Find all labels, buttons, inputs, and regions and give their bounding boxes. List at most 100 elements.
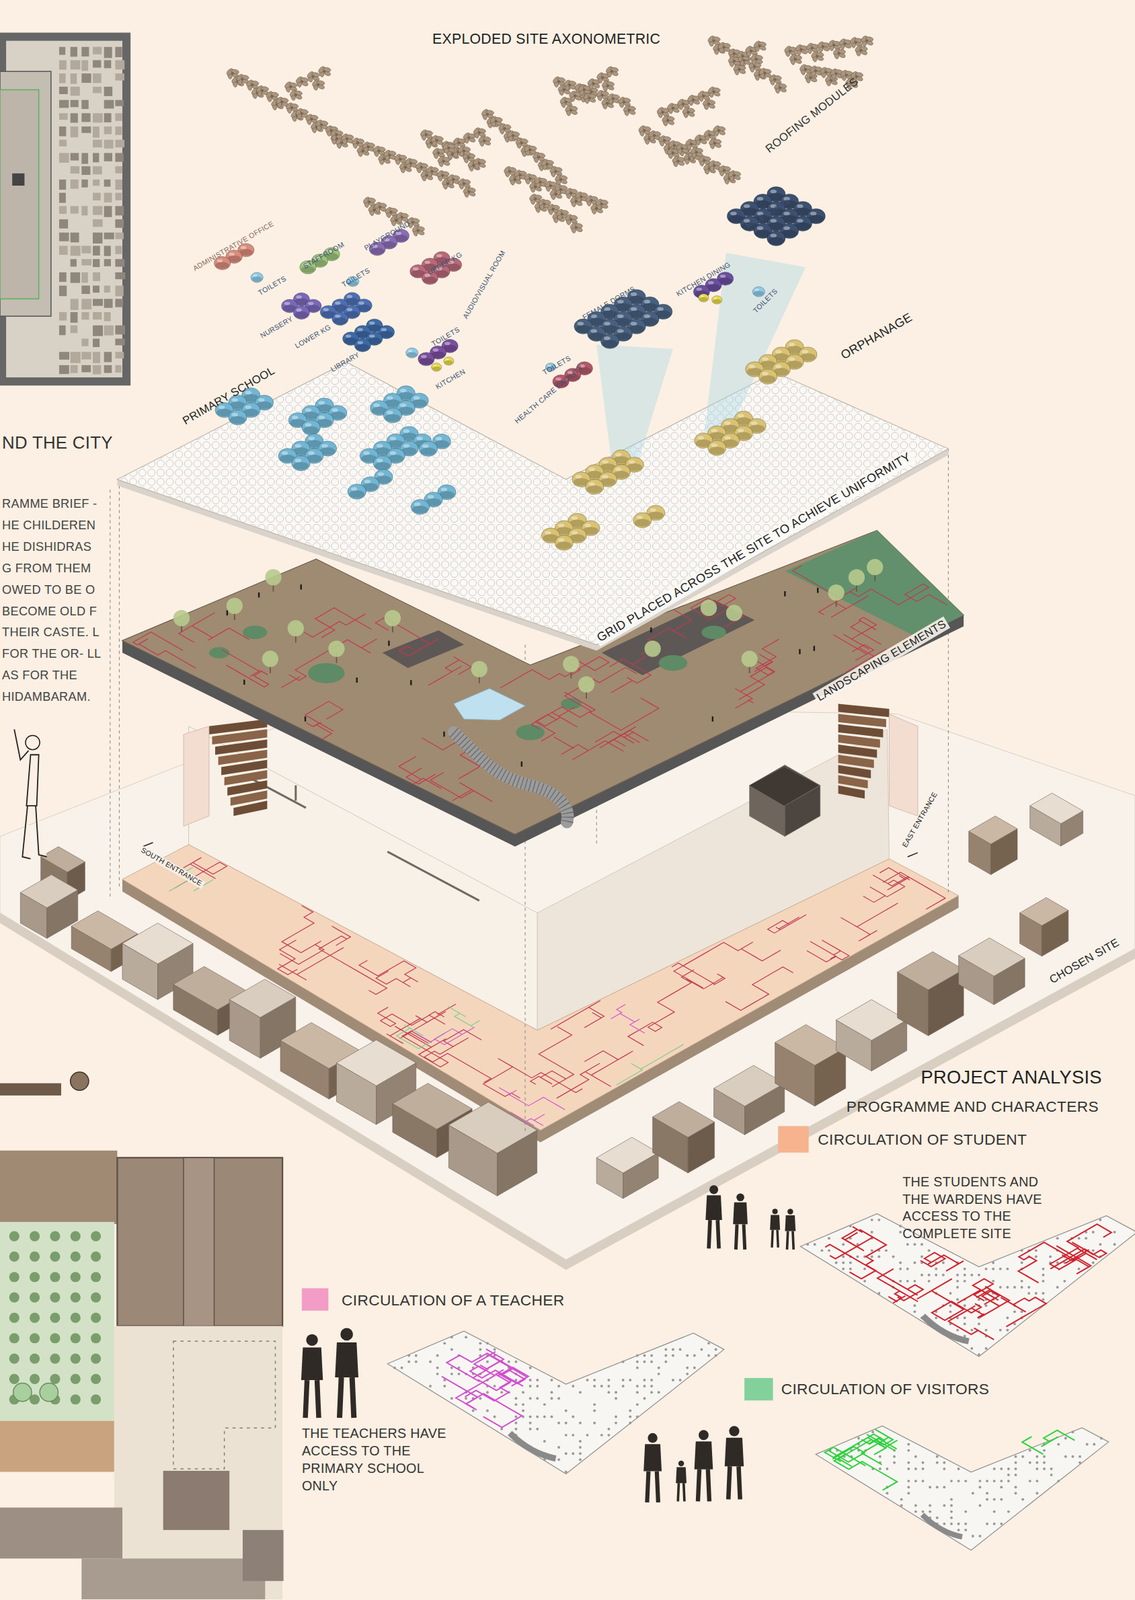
- dome-highlight: [558, 523, 565, 527]
- map-building: [114, 152, 124, 162]
- circulation-line: [843, 617, 881, 649]
- art-shape: [289, 82, 298, 88]
- roof-module: [671, 155, 686, 168]
- map-building: [59, 192, 66, 204]
- building-box: [1020, 897, 1069, 926]
- dome-highlight: [281, 451, 289, 455]
- dome-shade: [699, 297, 709, 302]
- art-shape: [420, 162, 429, 169]
- map-building: [92, 325, 103, 337]
- map-building: [81, 205, 88, 216]
- art-shape: [441, 156, 450, 163]
- map-building: [92, 338, 100, 347]
- circulation-line: [628, 969, 694, 1046]
- circulation-line: [754, 638, 780, 676]
- map-building: [114, 126, 122, 136]
- map-building: [114, 59, 125, 70]
- roof-module: [569, 221, 584, 234]
- dome-shade: [293, 461, 309, 470]
- art-shape: [528, 145, 537, 151]
- dome-highlight: [558, 537, 565, 542]
- dome-module: [431, 363, 442, 372]
- map-building: [92, 59, 101, 68]
- art-shape: [568, 80, 577, 87]
- dome-highlight: [577, 321, 585, 325]
- art-shape: [533, 197, 537, 201]
- plan-tree: [9, 1231, 20, 1242]
- dome-highlight: [420, 355, 427, 359]
- roof-module: [311, 78, 326, 91]
- art-shape: [270, 92, 279, 98]
- circulation-line: [837, 583, 947, 605]
- dome-highlight: [357, 340, 363, 345]
- art-shape: [231, 71, 234, 75]
- map-building: [104, 152, 113, 161]
- person-figure: [226, 609, 228, 616]
- tree: [726, 604, 743, 621]
- art-shape: [334, 130, 343, 136]
- art-shape: [837, 51, 841, 55]
- dome-highlight: [802, 349, 809, 354]
- art-shape: [712, 36, 721, 42]
- dome-highlight: [373, 403, 380, 407]
- map-building: [59, 285, 67, 297]
- dome-highlight: [788, 342, 796, 346]
- map-building: [59, 59, 67, 70]
- map-building: [81, 298, 92, 310]
- dome-highlight: [571, 530, 579, 534]
- art-shape: [322, 67, 331, 73]
- map-building: [114, 73, 125, 81]
- art-shape: [763, 71, 766, 75]
- dome-shade: [712, 299, 722, 304]
- art-shape: [486, 109, 495, 115]
- map-building: [114, 325, 126, 335]
- art-shape: [233, 800, 267, 817]
- map-building: [81, 126, 91, 134]
- dome-highlight: [369, 321, 375, 325]
- map-building: [114, 219, 124, 228]
- plan-tree: [29, 1251, 40, 1262]
- art-shape: [542, 199, 551, 206]
- circulation-line: [133, 632, 197, 669]
- dome-highlight: [708, 281, 714, 285]
- map-building: [70, 73, 78, 85]
- art-shape: [467, 136, 471, 140]
- dome-shade: [768, 236, 785, 245]
- art-shape: [316, 80, 325, 86]
- map-building: [70, 86, 81, 96]
- circulation-line: [277, 940, 344, 980]
- art-shape: [605, 102, 609, 105]
- art-shape: [695, 150, 698, 154]
- dome-highlight: [284, 301, 290, 306]
- roof-module: [605, 65, 620, 78]
- art-shape: [409, 158, 418, 165]
- tree: [384, 609, 401, 626]
- dome-highlight: [389, 436, 397, 440]
- roof-module: [295, 75, 310, 88]
- art-shape: [815, 55, 819, 58]
- art-shape: [569, 214, 578, 220]
- map-building: [59, 100, 69, 109]
- dome-module: [383, 407, 402, 423]
- map-building: [81, 365, 91, 373]
- dome-shade: [586, 485, 603, 493]
- person-figure: [410, 679, 412, 686]
- art-shape: [652, 133, 656, 137]
- circulation-line: [398, 756, 442, 789]
- art-shape: [378, 205, 382, 209]
- dome-highlight: [544, 530, 552, 534]
- tree: [644, 640, 661, 657]
- building-box: [749, 764, 821, 806]
- map-building: [59, 73, 66, 83]
- map-building: [59, 179, 66, 190]
- art-shape: [754, 54, 763, 60]
- art-shape: [494, 119, 498, 123]
- dome-highlight: [386, 410, 394, 415]
- dome-shade: [355, 344, 370, 351]
- art-shape: [587, 96, 591, 99]
- dome-shade: [432, 366, 442, 371]
- dome-highlight: [601, 474, 609, 479]
- plan-block: [0, 1150, 117, 1224]
- map-building: [114, 338, 125, 346]
- art-shape: [518, 173, 522, 177]
